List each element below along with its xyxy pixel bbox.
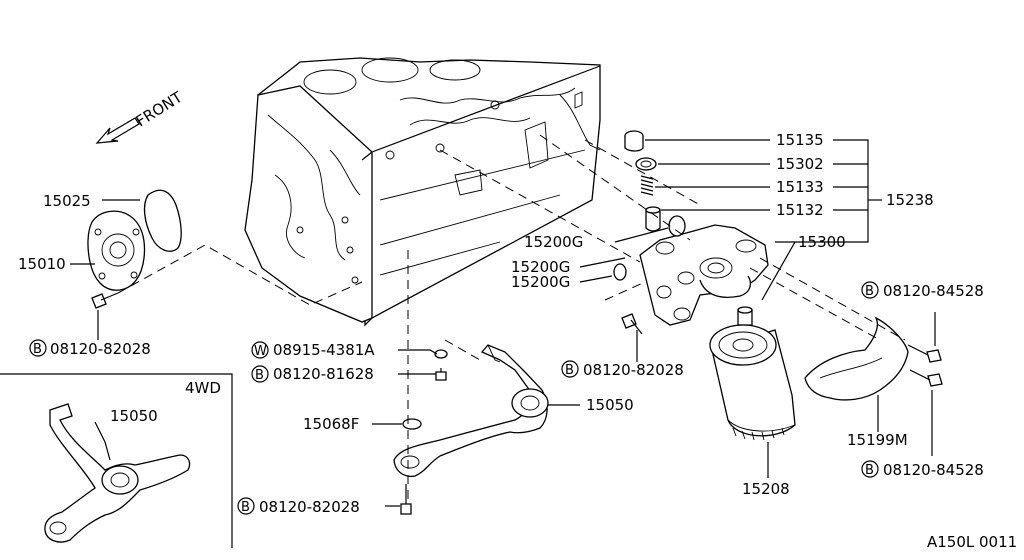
svg-text:B: B <box>241 500 250 515</box>
label-08120-81628: 08120-81628 <box>273 365 374 383</box>
bracket-15199m <box>804 316 909 401</box>
bolt-ref-81628: B 08120-81628 <box>251 365 374 383</box>
bolt-icon <box>907 344 942 363</box>
label-15050-inset: 15050 <box>110 407 158 425</box>
svg-text:B: B <box>865 463 874 478</box>
front-arrow-icon <box>95 117 140 144</box>
label-15132: 15132 <box>776 201 824 219</box>
label-15300: 15300 <box>798 233 846 251</box>
label-15068f: 15068F <box>303 415 359 433</box>
bolt-ref-84528-b: B 08120-84528 <box>861 460 984 479</box>
label-08120-82028-b: 08120-82028 <box>583 361 684 379</box>
bolt-icon <box>909 369 943 387</box>
label-08120-82028-a: 08120-82028 <box>50 340 151 358</box>
gasket-15068f <box>402 418 422 430</box>
svg-text:B: B <box>565 363 574 378</box>
label-15025: 15025 <box>43 192 91 210</box>
engine-block <box>244 57 601 327</box>
label-15135: 15135 <box>776 131 824 149</box>
bolt-ref-82028-c: B 08120-82028 <box>237 497 360 516</box>
diagram-code: A150L 0011 <box>927 533 1017 551</box>
label-08120-84528-a: 08120-84528 <box>883 282 984 300</box>
oil-filter-15208 <box>709 324 796 441</box>
label-08915-4381a: 08915-4381A <box>273 341 375 359</box>
connector-15300 <box>737 306 753 326</box>
spring-15133 <box>640 175 654 196</box>
label-08120-82028-c: 08120-82028 <box>259 498 360 516</box>
inset-label: 4WD <box>185 379 221 397</box>
washer-08915 <box>434 349 448 359</box>
svg-text:B: B <box>255 368 264 383</box>
bolt-icon <box>621 313 643 335</box>
leader-lines <box>70 139 936 507</box>
label-15200g-1: 15200G <box>524 233 583 251</box>
svg-text:B: B <box>865 284 874 299</box>
inset-4wd: 4WD 15050 <box>0 373 233 548</box>
oil-strainer-15050 <box>393 344 549 478</box>
label-15302: 15302 <box>776 155 824 173</box>
svg-text:W: W <box>254 344 267 359</box>
label-15010: 15010 <box>18 255 66 273</box>
label-15050-main: 15050 <box>586 396 634 414</box>
label-15133: 15133 <box>776 178 824 196</box>
label-15238: 15238 <box>886 191 934 209</box>
gasket-15200g-b <box>613 263 627 281</box>
drain-plug-15135 <box>624 130 644 152</box>
oil-pump-15010 <box>87 210 146 291</box>
reference-lines <box>117 134 906 500</box>
pump-gasket-15025 <box>143 189 182 252</box>
label-08120-84528-b: 08120-84528 <box>883 461 984 479</box>
label-15200g-3: 15200G <box>511 273 570 291</box>
bolt-ref-82028-a: B 08120-82028 <box>29 339 151 358</box>
filter-bracket-15238 <box>639 224 769 326</box>
valve-15132 <box>645 206 661 232</box>
bolt-icon <box>435 368 447 381</box>
label-15200g-2: 15200G <box>511 258 570 276</box>
svg-text:B: B <box>33 342 42 357</box>
bolt-icon <box>400 484 412 515</box>
bolt-icon <box>91 292 119 309</box>
front-label: FRONT <box>133 88 187 131</box>
label-15208: 15208 <box>742 480 790 498</box>
gasket-15200g-a <box>668 215 686 237</box>
label-15199m: 15199M <box>847 431 908 449</box>
bolt-ref-82028-b: B 08120-82028 <box>561 360 684 379</box>
bolt-ref-84528-a: B 08120-84528 <box>861 281 984 300</box>
washer-15302 <box>635 157 657 171</box>
washer-ref-08915: W 08915-4381A <box>251 341 375 359</box>
